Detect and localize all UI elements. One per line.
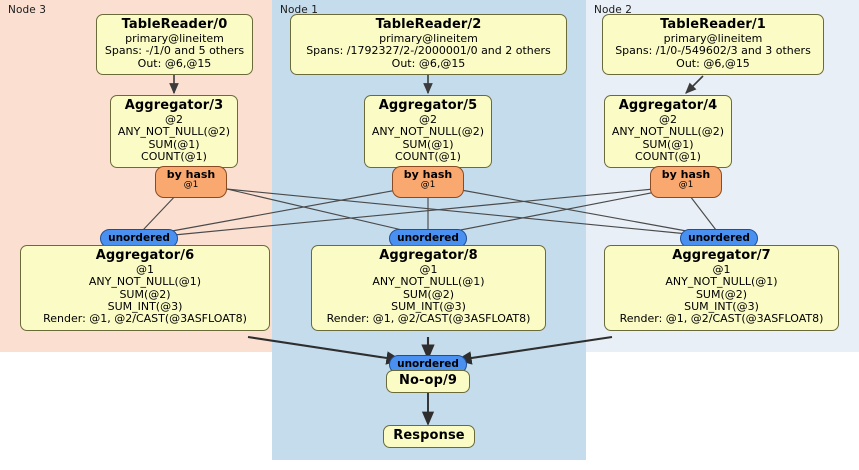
processor-aggregator-4[interactable]: Aggregator/4 @2 ANY_NOT_NULL(@2) SUM(@1)… — [604, 95, 732, 169]
processor-title: Response — [393, 428, 465, 443]
panel-node-1-label: Node 1 — [280, 4, 319, 16]
processor-line: SUM(@2) — [695, 287, 748, 301]
processor-line: Out: @6,@15 — [676, 56, 750, 70]
processor-line: Out: @6,@15 — [391, 56, 466, 70]
router-sublabel: @1 — [420, 180, 436, 191]
processor-line: @2 — [419, 112, 437, 126]
processor-line: primary@lineitem — [663, 31, 763, 45]
processor-line: ANY_NOT_NULL(@1) — [372, 275, 485, 289]
processor-aggregator-5[interactable]: Aggregator/5 @2 ANY_NOT_NULL(@2) SUM(@1)… — [364, 95, 492, 169]
processor-line: @1 — [136, 262, 154, 276]
processor-line: ANY_NOT_NULL(@2) — [611, 125, 725, 139]
processor-line: primary@lineitem — [379, 31, 478, 45]
processor-line: @2 — [659, 112, 677, 126]
processor-aggregator-8[interactable]: Aggregator/8 @1 ANY_NOT_NULL(@1) SUM(@2)… — [311, 245, 546, 331]
synchronizer-label: unordered — [688, 232, 750, 244]
processor-aggregator-7[interactable]: Aggregator/7 @1 ANY_NOT_NULL(@1) SUM(@2)… — [604, 245, 839, 331]
processor-title: Aggregator/4 — [618, 98, 718, 113]
router-sublabel: @1 — [678, 180, 694, 191]
processor-title: TableReader/2 — [375, 17, 482, 32]
processor-tablereader-2[interactable]: TableReader/2 primary@lineitem Spans: /1… — [290, 14, 567, 75]
processor-line: SUM_INT(@3) — [684, 299, 759, 313]
processor-line: Out: @6,@15 — [137, 56, 212, 70]
processor-line: Render: @1, @2/CAST(@3ASFLOAT8) — [43, 312, 247, 326]
processor-title: Aggregator/7 — [672, 248, 771, 263]
processor-line: COUNT(@1) — [395, 149, 461, 163]
processor-title: Aggregator/3 — [124, 98, 224, 113]
processor-line: COUNT(@1) — [635, 149, 701, 163]
panel-node-3-label: Node 3 — [8, 4, 47, 16]
processor-line: SUM(@2) — [402, 287, 455, 301]
synchronizer-unordered-9[interactable]: unordered — [389, 355, 467, 374]
processor-aggregator-6[interactable]: Aggregator/6 @1 ANY_NOT_NULL(@1) SUM(@2)… — [20, 245, 270, 331]
processor-tablereader-0[interactable]: TableReader/0 primary@lineitem Spans: -/… — [96, 14, 253, 75]
processor-line: Spans: /1792327/2-/2000001/0 and 2 other… — [306, 44, 551, 58]
router-label: by hash — [403, 168, 453, 181]
processor-title: No-op/9 — [399, 373, 457, 388]
processor-line: SUM(@1) — [642, 137, 694, 151]
processor-line: Render: @1, @2/CAST(@3ASFLOAT8) — [326, 312, 531, 326]
synchronizer-label: unordered — [397, 232, 459, 244]
processor-line: ANY_NOT_NULL(@1) — [665, 275, 778, 289]
processor-line: SUM(@1) — [148, 137, 200, 151]
processor-title: Aggregator/5 — [378, 98, 478, 113]
processor-line: ANY_NOT_NULL(@1) — [88, 275, 202, 289]
processor-line: Spans: -/1/0 and 5 others — [104, 44, 245, 58]
processor-line: SUM(@2) — [119, 287, 171, 301]
synchronizer-label: unordered — [108, 232, 170, 244]
processor-aggregator-3[interactable]: Aggregator/3 @2 ANY_NOT_NULL(@2) SUM(@1)… — [110, 95, 238, 169]
processor-line: @1 — [419, 262, 438, 276]
processor-line: primary@lineitem — [125, 31, 224, 45]
processor-line: COUNT(@1) — [141, 149, 207, 163]
processor-line: Spans: /1/0-/549602/3 and 3 others — [615, 44, 811, 58]
processor-title: TableReader/0 — [121, 17, 228, 32]
router-by-hash-5[interactable]: by hash @1 — [392, 166, 464, 198]
processor-title: Aggregator/8 — [379, 248, 478, 263]
processor-line: SUM(@1) — [402, 137, 454, 151]
processor-line: ANY_NOT_NULL(@2) — [371, 125, 485, 139]
router-label: by hash — [661, 168, 711, 181]
router-label: by hash — [166, 168, 216, 181]
processor-line: SUM_INT(@3) — [391, 299, 466, 313]
processor-line: @2 — [165, 112, 183, 126]
processor-line: ANY_NOT_NULL(@2) — [117, 125, 231, 139]
processor-title: TableReader/1 — [660, 17, 766, 32]
router-by-hash-4[interactable]: by hash @1 — [650, 166, 722, 198]
router-sublabel: @1 — [183, 180, 199, 191]
processor-tablereader-1[interactable]: TableReader/1 primary@lineitem Spans: /1… — [602, 14, 824, 75]
processor-line: Render: @1, @2/CAST(@3ASFLOAT8) — [619, 312, 824, 326]
panel-node-2-label: Node 2 — [594, 4, 633, 16]
processor-line: SUM_INT(@3) — [107, 299, 183, 313]
synchronizer-label: unordered — [397, 358, 459, 370]
processor-response[interactable]: Response — [383, 425, 475, 448]
processor-noop-9[interactable]: No-op/9 — [386, 370, 470, 393]
processor-line: @1 — [712, 262, 731, 276]
router-by-hash-3[interactable]: by hash @1 — [155, 166, 227, 198]
processor-title: Aggregator/6 — [95, 248, 195, 263]
